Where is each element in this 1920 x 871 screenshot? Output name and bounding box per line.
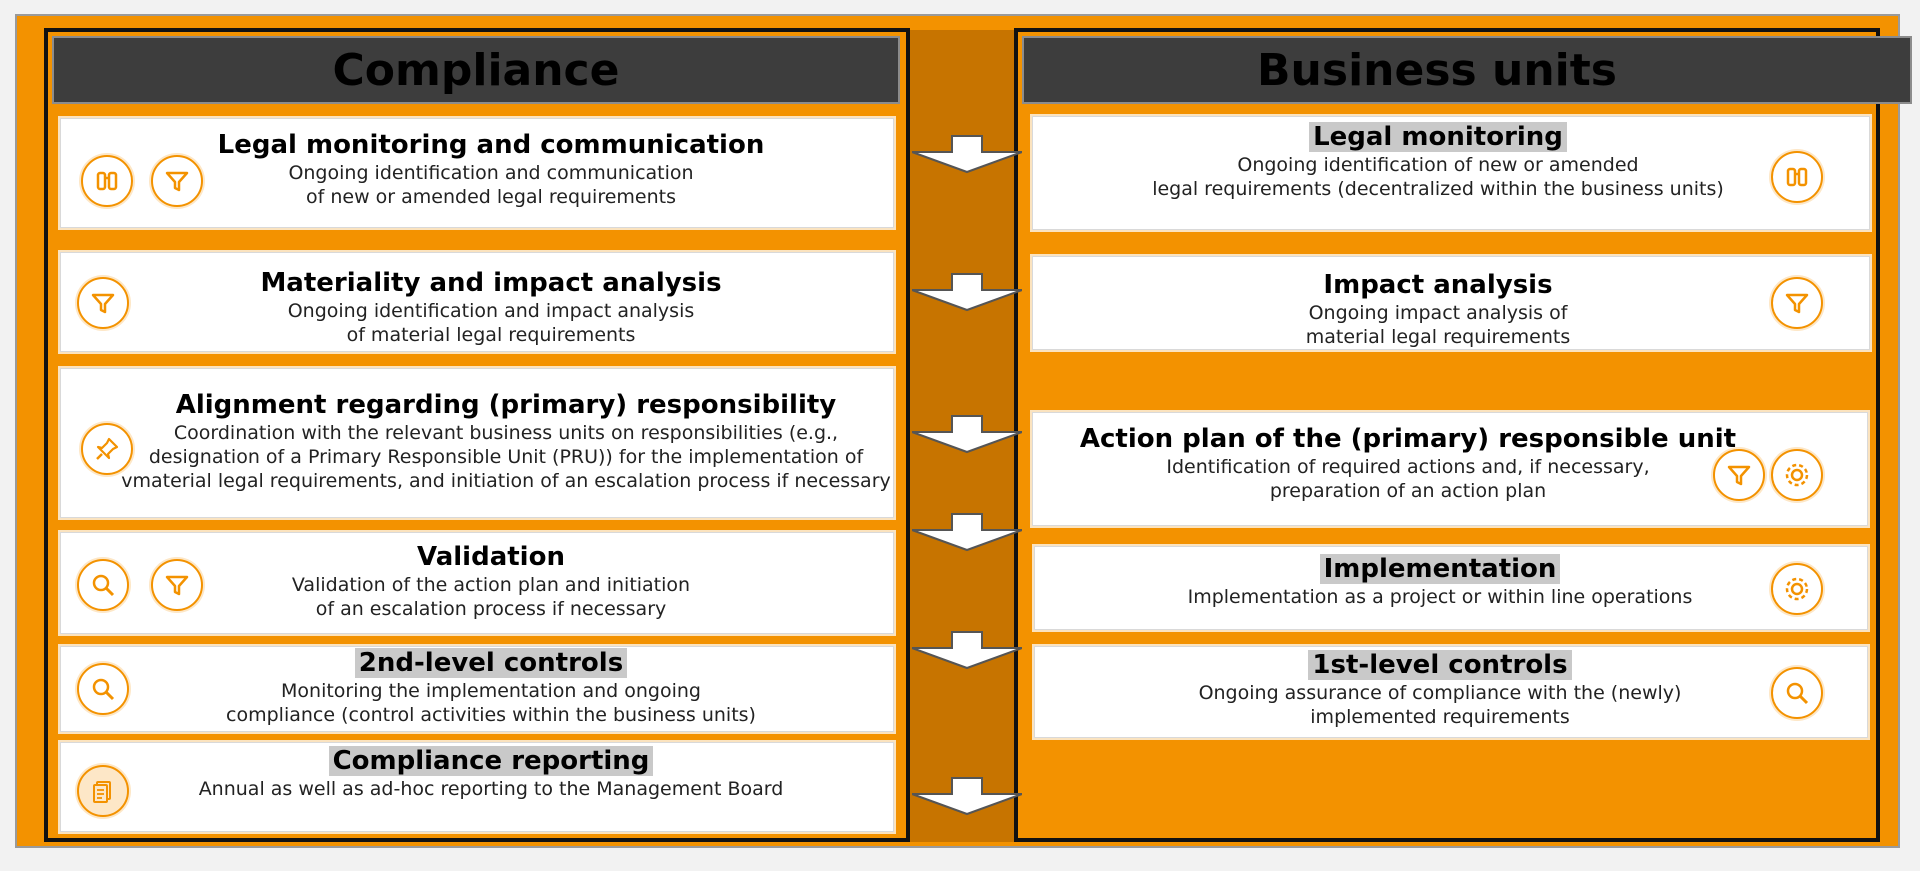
- flow-arrow: [912, 415, 1022, 454]
- funnel-icon: [1713, 449, 1765, 501]
- compliance-title: Compliance: [332, 44, 620, 96]
- box-description: Ongoing assurance of compliance with the…: [1198, 682, 1682, 728]
- box-description: Validation of the action plan and initia…: [291, 574, 691, 620]
- pushpin-icon: [81, 423, 133, 475]
- flow-arrow: [912, 777, 1022, 816]
- left-box-materiality: Materiality and impact analysis Ongoing …: [60, 252, 894, 352]
- box-title: Validation: [417, 542, 565, 572]
- right-box-action-plan: Action plan of the (primary) responsible…: [1032, 412, 1868, 526]
- left-box-compliance-reporting: Compliance reporting Annual as well as a…: [60, 742, 894, 832]
- box-title: Impact analysis: [1323, 270, 1553, 300]
- box-description: Monitoring the implementation and ongoin…: [226, 680, 756, 726]
- gear-icon: [1771, 563, 1823, 615]
- left-box-legal-monitoring: Legal monitoring and communication Ongoi…: [60, 118, 894, 228]
- business-units-header: Business units: [1022, 36, 1912, 104]
- compliance-panel: [44, 28, 910, 842]
- right-box-implementation: Implementation Implementation as a proje…: [1034, 546, 1868, 630]
- flow-arrow: [912, 135, 1022, 174]
- right-box-impact-analysis: Impact analysis Ongoing impact analysis …: [1032, 256, 1870, 350]
- funnel-icon: [1771, 277, 1823, 329]
- right-box-legal-monitoring: Legal monitoring Ongoing identification …: [1032, 116, 1870, 230]
- left-box-validation: Validation Validation of the action plan…: [60, 532, 894, 634]
- box-description: Ongoing impact analysis of material lega…: [1305, 302, 1571, 348]
- document-icon: [77, 765, 129, 817]
- box-description: Ongoing identification of new or amended…: [1152, 154, 1724, 200]
- box-title: 2nd-level controls: [211, 647, 771, 679]
- box-description: Ongoing identification and communication…: [288, 162, 694, 208]
- box-title: 1st-level controls: [1115, 649, 1765, 681]
- box-title: Implementation: [1115, 553, 1765, 585]
- funnel-icon: [151, 155, 203, 207]
- box-description: Implementation as a project or within li…: [1187, 586, 1693, 608]
- box-title: Action plan of the (primary) responsible…: [1079, 424, 1737, 454]
- box-description: Annual as well as ad-hoc reporting to th…: [198, 778, 784, 800]
- right-box-1st-level-controls: 1st-level controls Ongoing assurance of …: [1034, 646, 1868, 738]
- business-units-title: Business units: [1257, 44, 1617, 96]
- left-box-alignment: Alignment regarding (primary) responsibi…: [60, 368, 894, 518]
- flow-arrow: [912, 513, 1022, 552]
- box-title: Compliance reporting: [161, 745, 821, 777]
- box-description: Coordination with the relevant business …: [121, 422, 891, 492]
- magnifier-icon: [1771, 667, 1823, 719]
- box-description: Identification of required actions and, …: [1166, 456, 1650, 502]
- compliance-header: Compliance: [52, 36, 900, 104]
- box-title: Legal monitoring and communication: [217, 130, 765, 160]
- box-title: Materiality and impact analysis: [260, 268, 722, 298]
- box-title: Legal monitoring: [1113, 121, 1763, 153]
- magnifier-icon: [77, 559, 129, 611]
- magnifier-icon: [77, 663, 129, 715]
- binoculars-icon: [1771, 151, 1823, 203]
- box-title: Alignment regarding (primary) responsibi…: [175, 390, 837, 420]
- flow-arrow: [912, 631, 1022, 670]
- left-box-2nd-level-controls: 2nd-level controls Monitoring the implem…: [60, 646, 894, 732]
- funnel-icon: [77, 277, 129, 329]
- gear-icon: [1771, 449, 1823, 501]
- binoculars-icon: [81, 155, 133, 207]
- funnel-icon: [151, 559, 203, 611]
- box-description: Ongoing identification and impact analys…: [287, 300, 695, 346]
- flow-arrow: [912, 273, 1022, 312]
